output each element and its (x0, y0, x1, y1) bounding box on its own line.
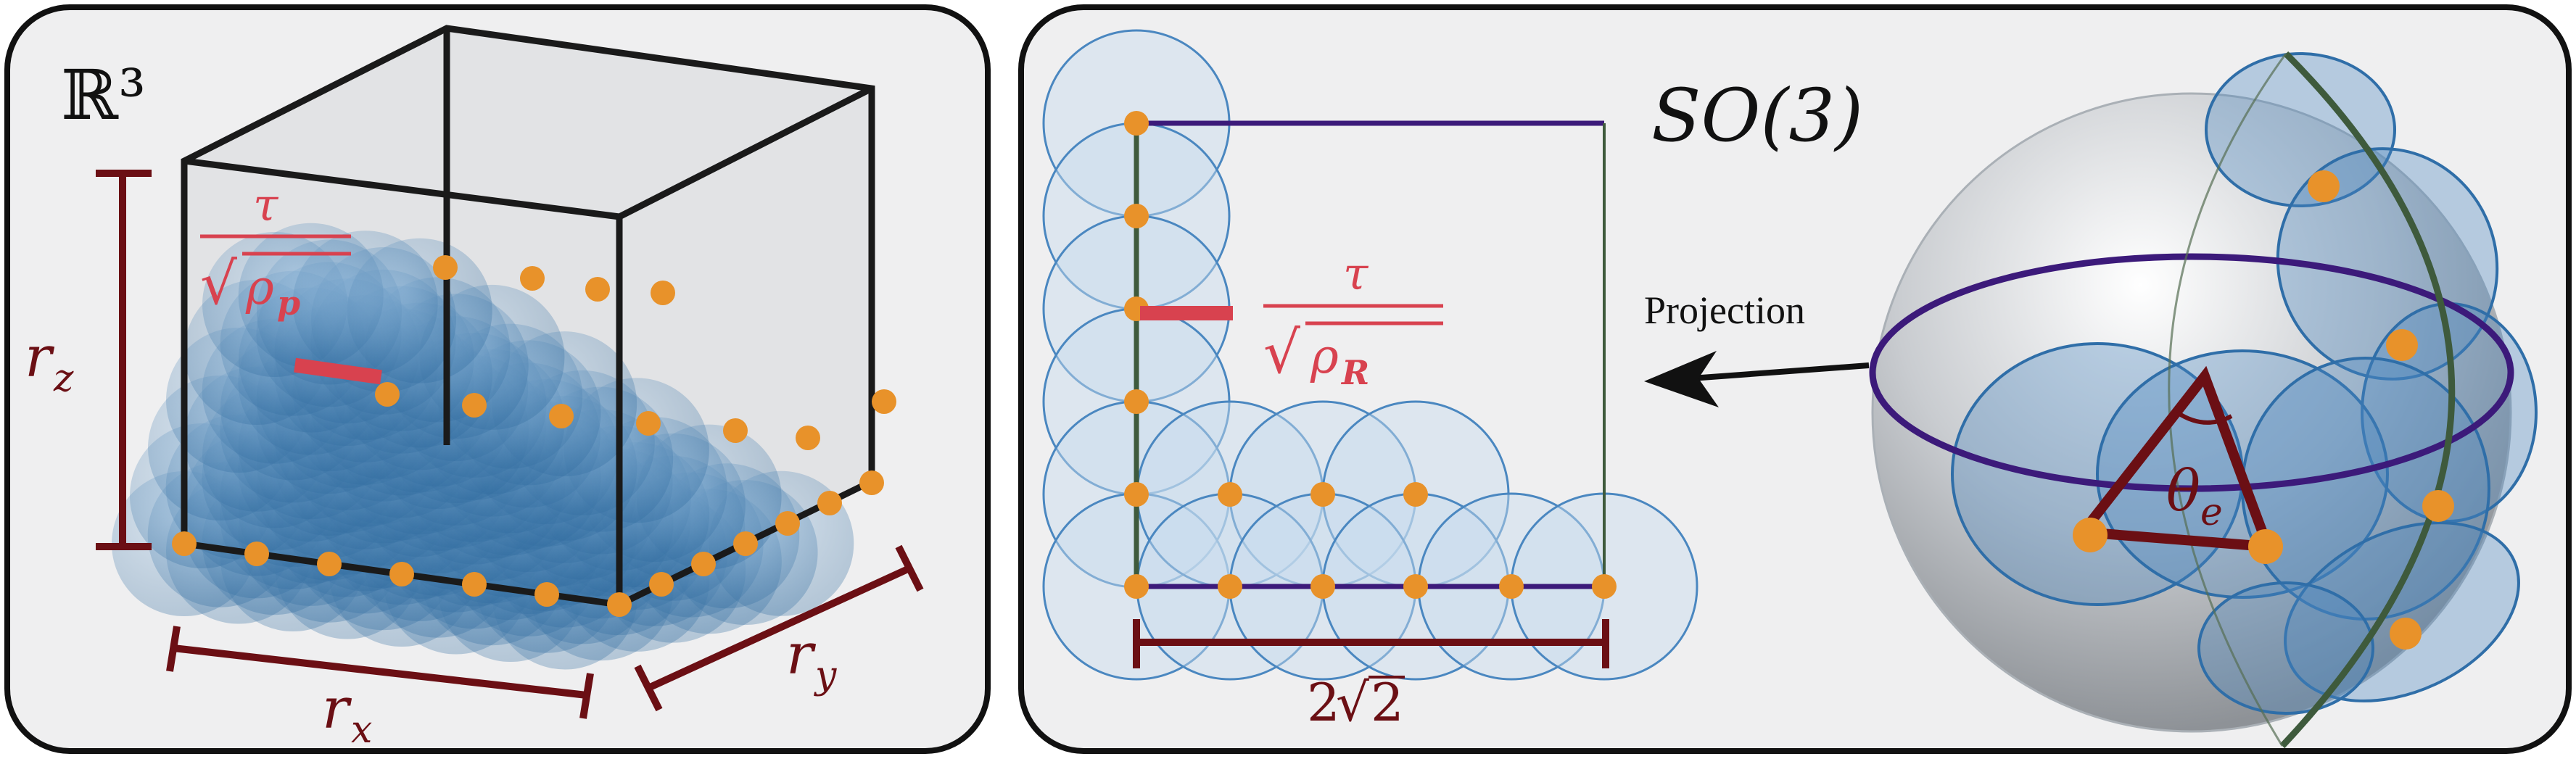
grid-point (775, 511, 800, 536)
grid-point (733, 531, 758, 556)
grid-point-2d (1592, 574, 1617, 599)
rx-dimension (166, 626, 594, 719)
so3-panel: τ √ ρ R 2 √ 2 SO(3) Projection (1018, 4, 2572, 754)
ry-letter: r (786, 622, 817, 687)
rx-label: r x (322, 676, 372, 752)
width-label: 2 √ 2 (1307, 672, 1405, 733)
angle-arc (2176, 410, 2233, 425)
grid-point (651, 281, 675, 305)
grid-point (817, 491, 842, 515)
grid-point (691, 552, 716, 576)
grid-point (172, 531, 197, 556)
so3-diagram: τ √ ρ R 2 √ 2 SO(3) Projection (1042, 29, 2538, 748)
ry-subscript: y (814, 654, 837, 697)
grid-point (549, 404, 574, 428)
grid-point (317, 552, 342, 576)
grid-point-2d (1218, 482, 1242, 507)
grid-point (859, 470, 884, 495)
equator-circle (1869, 253, 2514, 492)
width-label-sqrt: 2 (1371, 672, 1404, 733)
rz-letter: r (25, 325, 55, 390)
rho-symbol: ρ (245, 260, 274, 315)
grid-point (462, 393, 487, 418)
grid-point (389, 562, 414, 586)
region-square (1134, 120, 1606, 589)
grid-point (872, 389, 896, 414)
grid-point (607, 592, 632, 617)
grid-point-2d (1124, 389, 1149, 414)
width-dimension (1133, 619, 1609, 668)
grid-point (433, 255, 458, 280)
sphere-points (2073, 170, 2454, 650)
rz-label: r z (25, 325, 74, 400)
width-sqrt-symbol: √ (1336, 672, 1369, 733)
grid-point (636, 411, 661, 436)
ry-label: r y (786, 622, 837, 697)
grid-point-2d (1124, 204, 1149, 228)
grid-point (462, 572, 487, 597)
tau-bar (294, 357, 382, 385)
grid-points (172, 255, 896, 617)
rx-letter: r (322, 676, 352, 742)
rho-subscript-2: R (1340, 353, 1369, 392)
ry-dimension (634, 544, 924, 712)
grid-point-2d (1124, 482, 1149, 507)
tau-symbol-2: τ (1343, 247, 1369, 300)
grid-point (534, 582, 559, 607)
rho-subscript: p (277, 283, 300, 323)
theta-label: θ e (2166, 459, 2223, 534)
tau-bar-2d (1140, 306, 1233, 320)
grid-point-2d (1499, 574, 1524, 599)
theta-symbol: θ (2166, 459, 2200, 524)
angle-triangle (2073, 365, 2276, 552)
grid-point (649, 572, 674, 597)
grid-point-2d (1124, 111, 1149, 136)
r3-panel: ℝ³ τ √ ρ p r z r x r y (4, 4, 991, 754)
rz-subscript: z (53, 357, 74, 400)
projection-arrow (1644, 351, 1870, 407)
width-label-prefix: 2 (1307, 672, 1340, 733)
grid-point (796, 426, 820, 450)
space-label-r3: ℝ³ (61, 56, 146, 136)
sqrt-symbol: √ (200, 250, 237, 318)
grid-points-2d (1124, 111, 1617, 599)
theta-subscript: e (2200, 491, 2223, 534)
grid-point-2d (1403, 574, 1428, 599)
grid-point (723, 418, 748, 443)
grid-point-2d (1310, 574, 1335, 599)
great-circle-green (2279, 51, 2456, 748)
ball-cluster (112, 223, 854, 670)
tau-over-sqrt-rho-r: τ √ ρ R (1263, 247, 1443, 392)
grid-point-2d (1124, 574, 1149, 599)
space-label-so3: SO(3) (1651, 73, 1863, 158)
rz-dimension (96, 170, 152, 550)
sphere (1871, 92, 2512, 733)
tau-over-sqrt-rho-p: τ √ ρ p (200, 178, 351, 323)
grid-point-2d (1310, 482, 1335, 507)
grid-point (520, 266, 545, 291)
coverage-ball (347, 238, 492, 383)
grid-point (244, 542, 269, 566)
grid-point-2d (1403, 482, 1428, 507)
r3-diagram: ℝ³ τ √ ρ p r z r x r y (25, 25, 924, 752)
great-circle-back (2168, 53, 2287, 747)
projection-label: Projection (1644, 289, 1805, 332)
sqrt-symbol-2: √ (1263, 319, 1300, 386)
grid-point (585, 277, 610, 302)
grid-point-2d (1218, 574, 1242, 599)
grid-point (375, 382, 400, 407)
tau-symbol: τ (253, 178, 279, 231)
rho-symbol-2: ρ (1310, 328, 1339, 384)
rx-subscript: x (351, 708, 372, 752)
